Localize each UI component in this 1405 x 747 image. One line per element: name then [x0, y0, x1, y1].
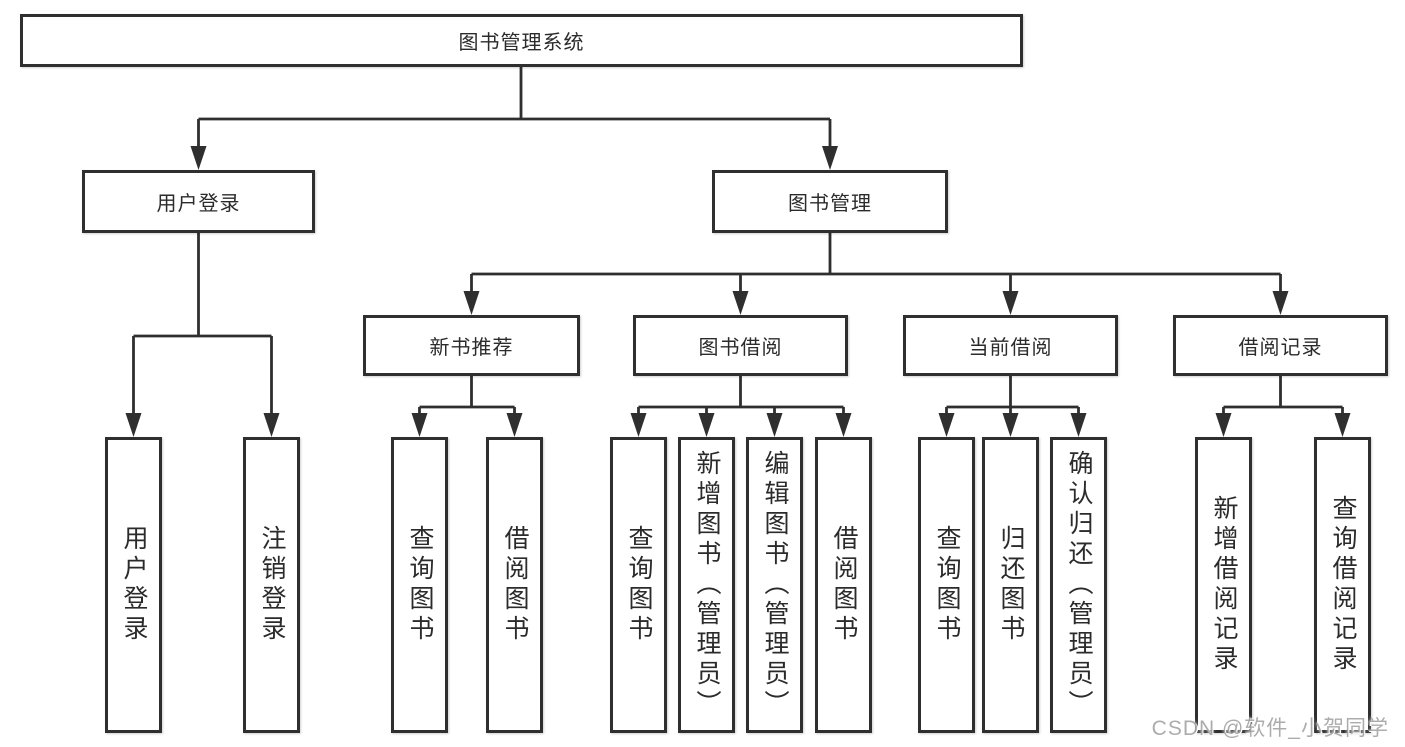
leaf-label: 查询图书 — [406, 525, 434, 645]
node-label: 图书借阅 — [698, 337, 783, 359]
node-label: 用户登录 — [156, 193, 241, 215]
leaf-label: 借阅图书 — [830, 525, 858, 645]
leaf-logout: 注销登录 — [243, 437, 300, 733]
leaf-borrow-books: 借阅图书 — [815, 437, 872, 733]
node-book-borrow: 图书借阅 — [633, 315, 848, 376]
leaf-label: 查询图书 — [933, 525, 961, 645]
leaf-label: 归还图书 — [997, 525, 1025, 645]
leaf-label: 新增借阅记录 — [1210, 495, 1238, 675]
leaf-query-books-current: 查询图书 — [918, 437, 975, 733]
leaf-label: 查询图书 — [625, 525, 653, 645]
node-label: 新书推荐 — [429, 337, 514, 359]
leaf-confirm-return-admin: 确认归还（管理员） — [1050, 437, 1107, 733]
leaf-label: 注销登录 — [258, 525, 286, 645]
watermark: CSDN @软件_小贺同学 — [1151, 717, 1389, 740]
node-label: 图书管理 — [788, 193, 872, 215]
leaf-label: 编辑图书（管理员） — [761, 450, 789, 720]
leaf-query-books-recommend: 查询图书 — [391, 437, 448, 733]
leaf-query-borrow-record: 查询借阅记录 — [1314, 437, 1371, 733]
node-current-borrow: 当前借阅 — [903, 315, 1118, 376]
leaf-label: 新增图书（管理员） — [693, 450, 721, 720]
node-new-book-recommend: 新书推荐 — [363, 315, 580, 376]
leaf-label: 确认归还（管理员） — [1065, 450, 1093, 720]
leaf-add-books-admin: 新增图书（管理员） — [678, 437, 735, 733]
leaf-label: 查询借阅记录 — [1329, 495, 1357, 675]
node-user-login: 用户登录 — [82, 170, 315, 233]
node-borrow-records: 借阅记录 — [1173, 315, 1388, 376]
node-label: 借阅记录 — [1238, 337, 1323, 359]
node-book-management: 图书管理 — [712, 170, 948, 233]
leaf-edit-books-admin: 编辑图书（管理员） — [746, 437, 803, 733]
leaf-query-books-borrow: 查询图书 — [610, 437, 667, 733]
node-label: 当前借阅 — [968, 337, 1053, 359]
leaf-user-login: 用户登录 — [105, 437, 162, 733]
node-label: 图书管理系统 — [458, 32, 585, 54]
leaf-borrow-books-recommend: 借阅图书 — [486, 437, 543, 733]
leaf-return-books: 归还图书 — [982, 437, 1039, 733]
node-library-management-system: 图书管理系统 — [20, 14, 1023, 67]
leaf-label: 用户登录 — [120, 525, 148, 645]
leaf-add-borrow-record: 新增借阅记录 — [1195, 437, 1252, 733]
leaf-label: 借阅图书 — [501, 525, 529, 645]
